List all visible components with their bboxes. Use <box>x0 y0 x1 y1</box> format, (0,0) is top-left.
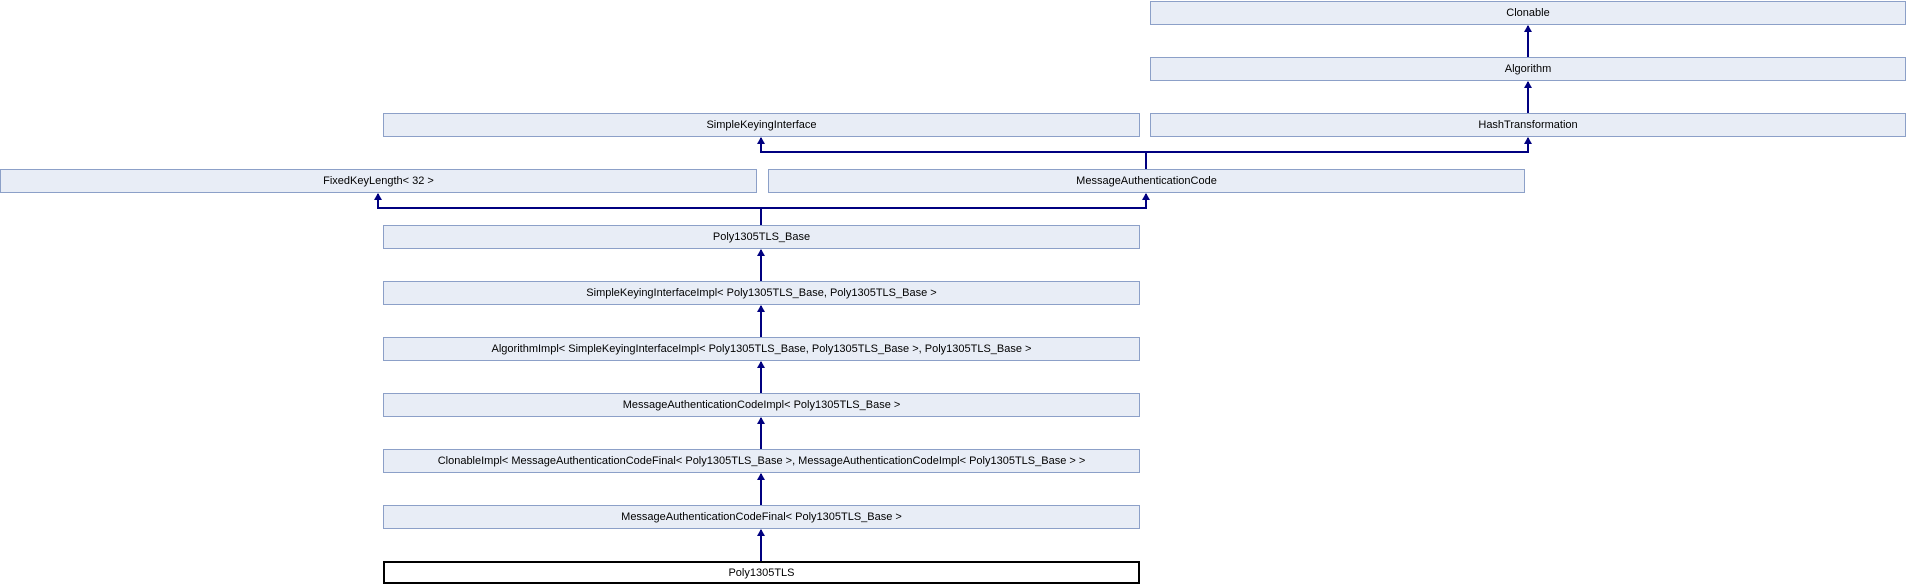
edge-line-clonableimpl-macimpl <box>760 418 762 449</box>
class-node-simple-keying-interface[interactable]: SimpleKeyingInterface <box>383 113 1140 137</box>
edge-line-mac-horizontal <box>760 151 1529 153</box>
arrowhead-up-icon <box>757 361 765 368</box>
edge-line-base-horizontal <box>377 207 1147 209</box>
class-node-label: ClonableImpl< MessageAuthenticationCodeF… <box>437 455 1086 467</box>
edge-line-poly1305tls-macfinal <box>760 530 762 561</box>
class-node-algorithm[interactable]: Algorithm <box>1150 57 1906 81</box>
class-node-message-authentication-code[interactable]: MessageAuthenticationCode <box>768 169 1525 193</box>
edge-line-mac-ski-stub <box>760 138 762 153</box>
arrowhead-up-icon <box>757 529 765 536</box>
arrowhead-up-icon <box>1524 81 1532 88</box>
arrowhead-up-icon <box>757 305 765 312</box>
edge-line-hashtransformation-algorithm <box>1527 82 1529 113</box>
edge-line-mac-down-stub <box>1145 151 1147 169</box>
class-node-label: MessageAuthenticationCodeImpl< Poly1305T… <box>622 399 901 411</box>
class-node-simple-keying-interface-impl[interactable]: SimpleKeyingInterfaceImpl< Poly1305TLS_B… <box>383 281 1140 305</box>
arrowhead-up-icon <box>757 137 765 144</box>
edge-line-base-down-stub <box>760 207 762 225</box>
arrowhead-up-icon <box>374 193 382 200</box>
edge-line-algimpl-skiimpl <box>760 306 762 337</box>
arrowhead-up-icon <box>757 473 765 480</box>
class-node-poly1305tls-base[interactable]: Poly1305TLS_Base <box>383 225 1140 249</box>
class-node-label: MessageAuthenticationCodeFinal< Poly1305… <box>621 511 902 523</box>
class-node-label: Poly1305TLS <box>728 566 795 579</box>
class-node-clonable-impl[interactable]: ClonableImpl< MessageAuthenticationCodeF… <box>383 449 1140 473</box>
class-node-hash-transformation[interactable]: HashTransformation <box>1150 113 1906 137</box>
class-node-poly1305tls-current: Poly1305TLS <box>383 561 1140 584</box>
edge-line-algorithm-clonable <box>1527 26 1529 57</box>
edge-line-macimpl-algimpl <box>760 362 762 393</box>
class-node-label: Clonable <box>1506 7 1550 19</box>
arrowhead-up-icon <box>1524 25 1532 32</box>
class-node-label: HashTransformation <box>1478 119 1578 131</box>
edge-line-base-fkl-stub <box>377 194 379 209</box>
class-node-message-authentication-code-impl[interactable]: MessageAuthenticationCodeImpl< Poly1305T… <box>383 393 1140 417</box>
class-node-label: SimpleKeyingInterfaceImpl< Poly1305TLS_B… <box>586 287 937 299</box>
class-node-label: SimpleKeyingInterface <box>706 119 817 131</box>
edge-line-base-mac-stub <box>1145 194 1147 209</box>
arrowhead-up-icon <box>757 249 765 256</box>
arrowhead-up-icon <box>1524 137 1532 144</box>
class-node-label: Poly1305TLS_Base <box>712 231 811 243</box>
class-node-algorithm-impl[interactable]: AlgorithmImpl< SimpleKeyingInterfaceImpl… <box>383 337 1140 361</box>
class-node-label: Algorithm <box>1504 63 1552 75</box>
edge-line-mac-ht-stub <box>1527 138 1529 153</box>
class-node-message-authentication-code-final[interactable]: MessageAuthenticationCodeFinal< Poly1305… <box>383 505 1140 529</box>
class-node-clonable[interactable]: Clonable <box>1150 1 1906 25</box>
class-node-fixed-key-length[interactable]: FixedKeyLength< 32 > <box>0 169 757 193</box>
arrowhead-up-icon <box>757 417 765 424</box>
arrowhead-up-icon <box>1142 193 1150 200</box>
class-node-label: AlgorithmImpl< SimpleKeyingInterfaceImpl… <box>491 343 1032 355</box>
edge-line-macfinal-clonableimpl <box>760 474 762 505</box>
class-node-label: MessageAuthenticationCode <box>1076 175 1217 187</box>
edge-line-skiimpl-base <box>760 250 762 281</box>
class-node-label: FixedKeyLength< 32 > <box>323 175 434 187</box>
